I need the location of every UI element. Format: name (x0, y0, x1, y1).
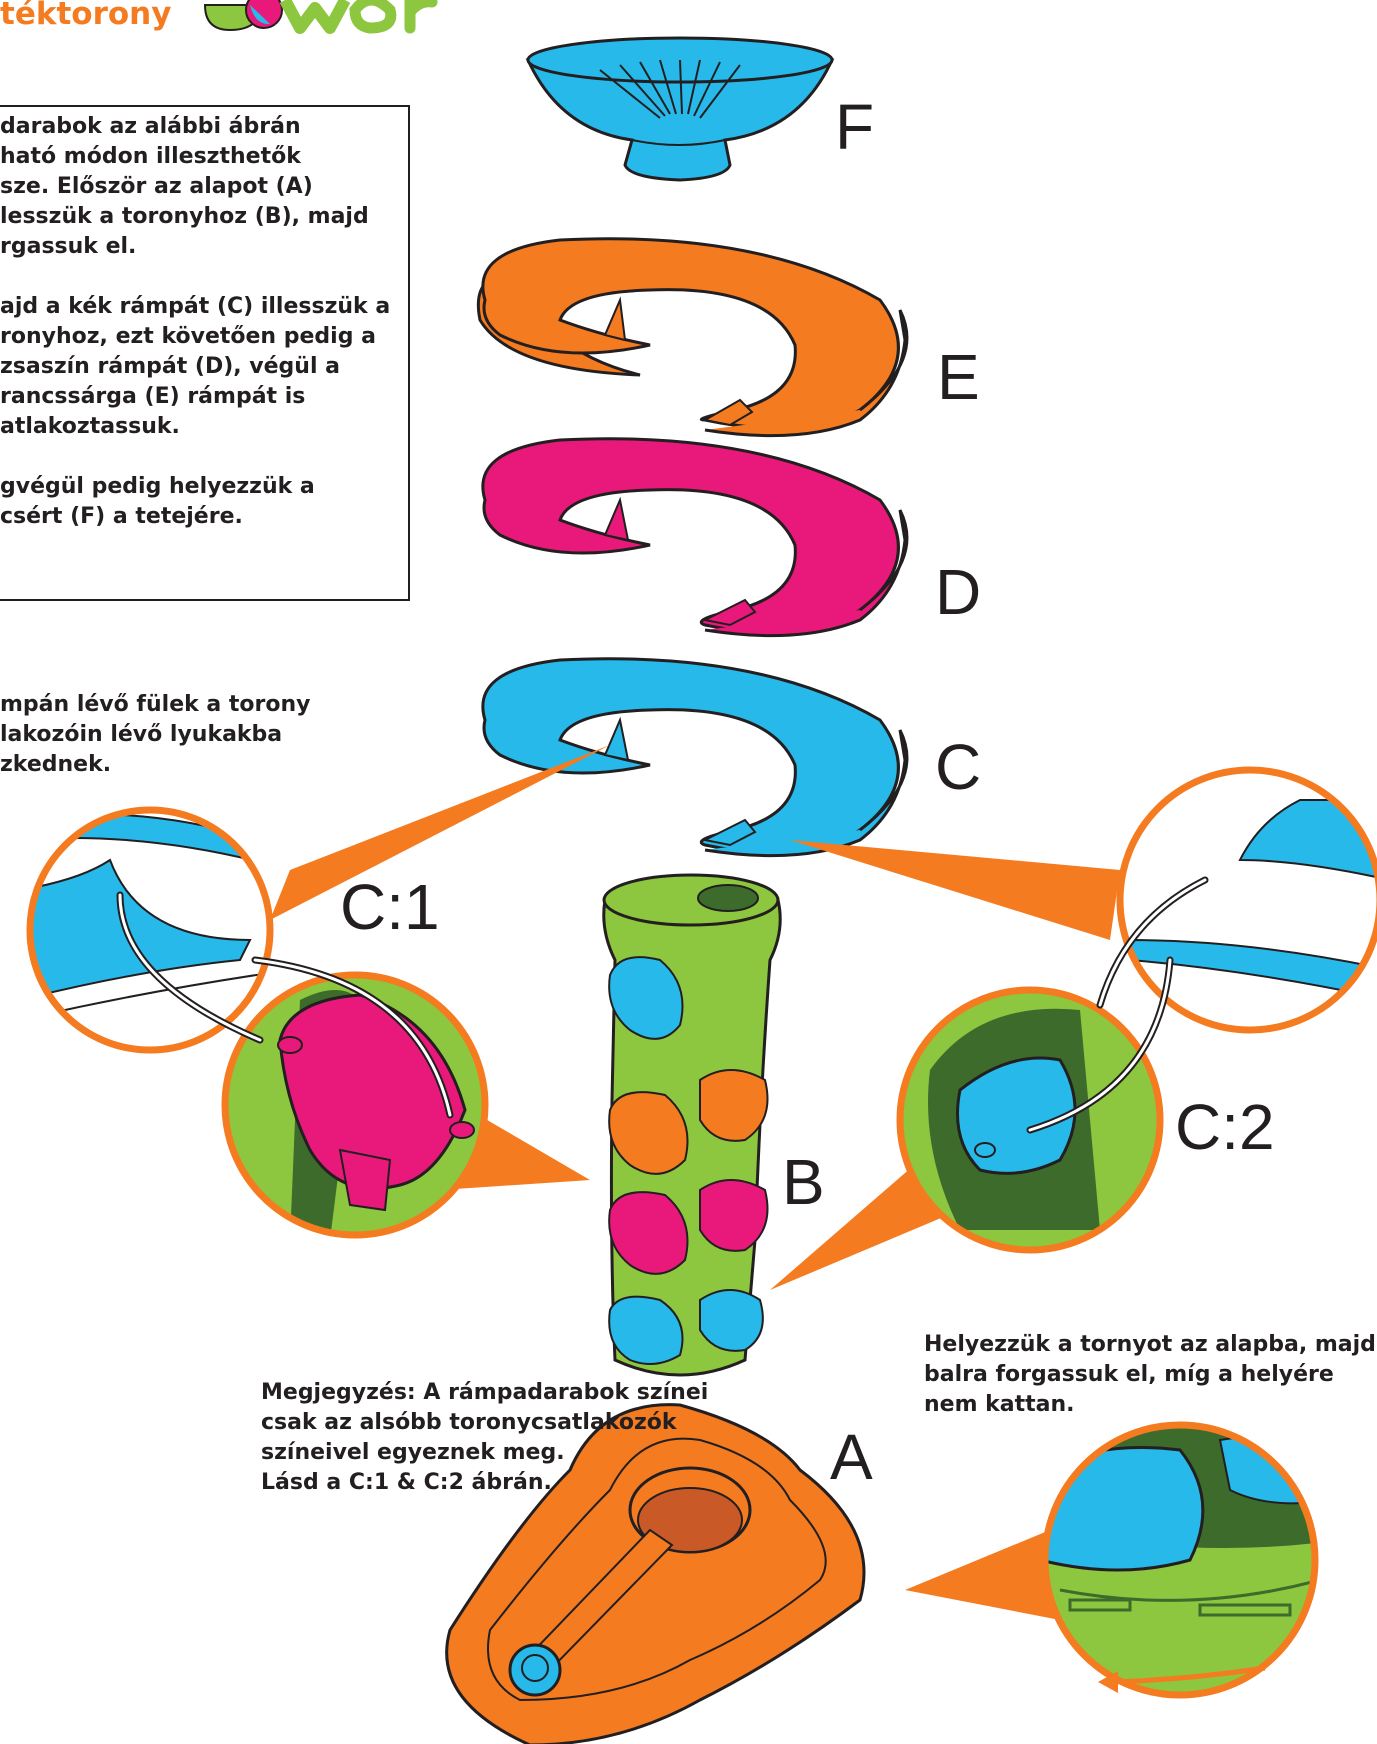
instructions-line: ronyhoz, ezt követően pedig a (0, 322, 390, 352)
instructions-line: gvégül pedig helyezzük a (0, 472, 390, 502)
label-e: E (937, 345, 980, 409)
instructions-line: ajd a kék rámpát (C) illesszük a (0, 292, 390, 322)
instructions-line: rgassuk el. (0, 232, 390, 262)
callout-wedge-c2 (790, 840, 1120, 940)
brand-title: téktorony (0, 0, 171, 32)
color-note: Megjegyzés: A rámpadarabok színei csak a… (261, 1378, 708, 1498)
instructions-line: zsaszín rámpát (D), végül a (0, 352, 390, 382)
callout-c2-connector (900, 990, 1160, 1250)
label-c1: C:1 (340, 875, 440, 939)
tower-logo-icon (205, 0, 432, 30)
tabs-note: mpán lévő fülek a torony lakozóin lévő l… (0, 690, 311, 780)
tabs-note-line: mpán lévő fülek a torony (0, 690, 311, 720)
label-b: B (782, 1150, 825, 1214)
piece-d-ramp (483, 439, 907, 636)
label-c: C (935, 735, 981, 799)
tabs-note-line: lakozóin lévő lyukakba (0, 720, 311, 750)
piece-e-ramp (478, 239, 907, 436)
callout-wedge-c1 (270, 745, 610, 920)
label-a: A (830, 1425, 873, 1489)
base-note-line: nem kattan. (924, 1390, 1376, 1420)
instructions-line: ható módon illeszthetők (0, 142, 390, 172)
label-f: F (835, 95, 874, 159)
callout-c1-connector (220, 970, 500, 1240)
label-c2: C:2 (1175, 1095, 1275, 1159)
color-note-line: színeivel egyeznek meg. (261, 1438, 708, 1468)
callout-base-detail (1040, 1420, 1340, 1700)
instructions-line: rancssárga (E) rámpát is (0, 382, 390, 412)
instructions-paragraph: gvégül pedig helyezzük a csért (F) a tet… (0, 472, 390, 532)
color-note-line: csak az alsóbb toronycsatlakozók (261, 1408, 708, 1438)
tabs-note-line: zkednek. (0, 750, 311, 780)
color-note-line: Megjegyzés: A rámpadarabok színei (261, 1378, 708, 1408)
instructions-line: csért (F) a tetejére. (0, 502, 390, 532)
label-d: D (935, 560, 981, 624)
callout-c2-ramp (1110, 770, 1377, 1040)
base-note: Helyezzük a tornyot az alapba, majd balr… (924, 1330, 1376, 1420)
instructions-line: darabok az alábbi ábrán (0, 112, 390, 142)
instructions-paragraph: darabok az alábbi ábrán ható módon illes… (0, 112, 390, 262)
base-note-line: balra forgassuk el, míg a helyére (924, 1360, 1376, 1390)
instructions-line: atlakoztassuk. (0, 412, 390, 442)
piece-f-funnel (528, 38, 832, 180)
callout-wedge-a (905, 1530, 1060, 1620)
instructions-line: sze. Először az alapot (A) (0, 172, 390, 202)
instructions-line: lesszük a toronyhoz (B), majd (0, 202, 390, 232)
piece-c-ramp (483, 659, 907, 856)
color-note-line: Lásd a C:1 & C:2 ábrán. (261, 1468, 708, 1498)
piece-b-tower (604, 875, 780, 1375)
instructions-text: darabok az alábbi ábrán ható módon illes… (0, 112, 390, 532)
instructions-paragraph: ajd a kék rámpát (C) illesszük a ronyhoz… (0, 292, 390, 442)
base-note-line: Helyezzük a tornyot az alapba, majd (924, 1330, 1376, 1360)
